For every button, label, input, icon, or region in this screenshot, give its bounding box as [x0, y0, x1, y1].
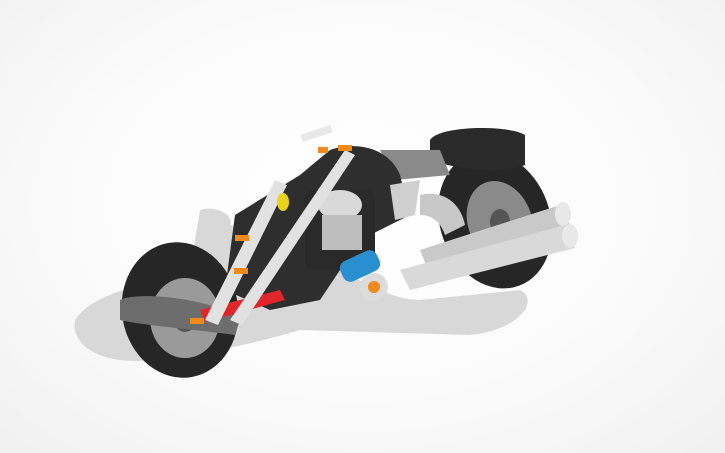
front-wheel	[120, 242, 240, 378]
engine	[305, 180, 465, 301]
front-fork	[190, 125, 355, 325]
seat	[430, 128, 525, 171]
exhaust-pipes	[400, 202, 578, 290]
